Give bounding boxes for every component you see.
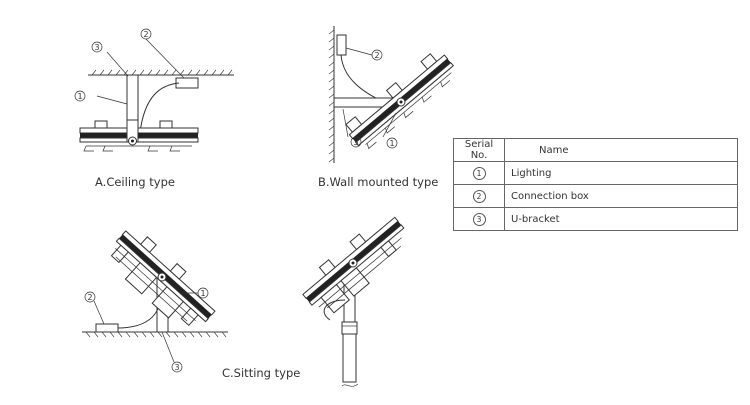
callout-1 [386,137,398,149]
callout-2-label: 2 [87,293,92,302]
callout-1-label: 1 [389,139,394,148]
legend-serial-cell: 1 [453,161,505,185]
legend-name-cell: Lighting [504,161,738,185]
legend-serial-cell: 2 [453,184,505,208]
callout-3-label: 3 [174,363,179,372]
legend-row: 2 Connection box [453,184,738,208]
callout-3-label: 3 [94,43,99,52]
ceiling-type-drawing: 1 3 2 [74,28,234,152]
callout-3 [350,136,362,148]
callout-1 [197,287,209,299]
serial-number-2: 2 [472,189,486,203]
legend-name-cell: Connection box [504,184,738,208]
legend-row: 3 U-bracket [453,207,738,231]
legend-name-cell: U-bracket [504,207,738,231]
legend-header-name: Name [504,138,738,162]
callout-2 [371,49,383,61]
callout-2 [140,28,152,40]
callout-1 [74,90,86,102]
callout-2-label: 2 [143,30,148,39]
legend-table: Serial No. Name 1 Lighting 2 Connection … [453,138,738,231]
callout-3-label: 3 [353,138,358,147]
callout-1-label: 1 [77,92,82,101]
legend-header-row: Serial No. Name [453,138,738,162]
callout-3 [171,361,183,373]
serial-number-3: 3 [472,212,486,226]
sitting-type-drawing: 2 1 3 [82,222,228,373]
pole-mounted-drawing [295,209,418,387]
caption-sitting-type: C.Sitting type [222,366,300,380]
legend-serial-cell: 3 [453,207,505,231]
wall-mounted-type-drawing: 2 3 1 [328,26,460,163]
callout-1-label: 1 [200,289,205,298]
callout-2-label: 2 [374,51,379,60]
serial-number-1: 1 [472,166,486,180]
legend-header-serial: Serial No. [453,138,505,162]
legend-row: 1 Lighting [453,161,738,185]
callout-2 [84,291,96,303]
caption-ceiling-type: A.Ceiling type [95,175,175,189]
caption-wall-mounted-type: B.Wall mounted type [318,175,438,189]
callout-3 [91,41,103,53]
